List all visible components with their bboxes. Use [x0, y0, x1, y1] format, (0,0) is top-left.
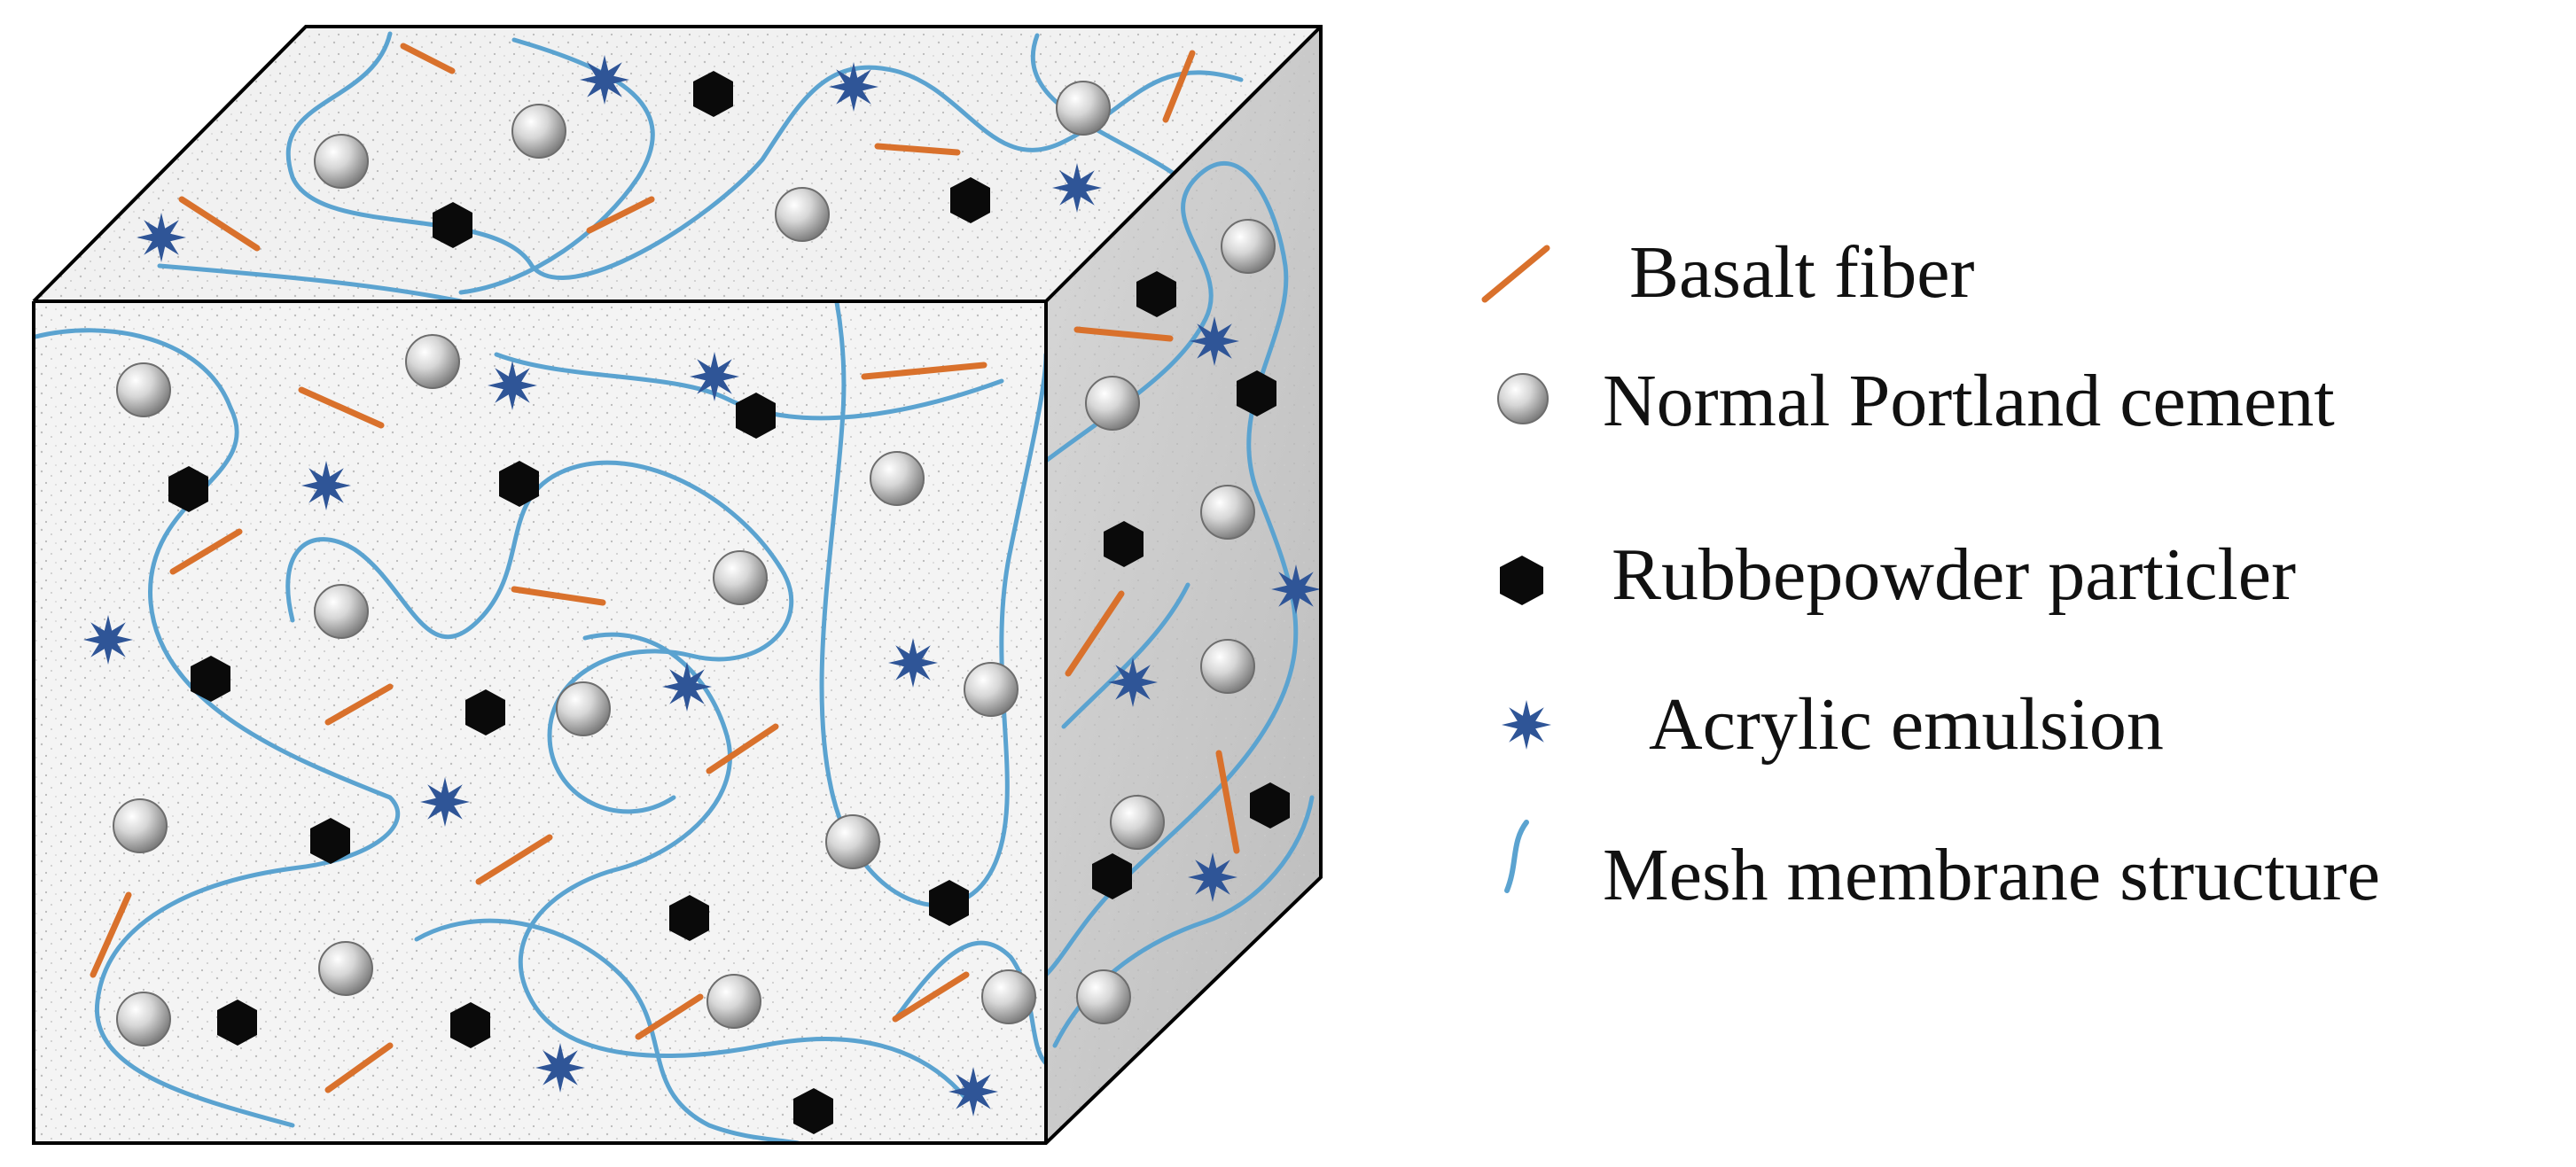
- legend-item-mesh: Mesh membrane structure: [1504, 820, 2380, 916]
- acrylic-star: [690, 352, 739, 401]
- legend-label-mesh: Mesh membrane structure: [1603, 834, 2380, 916]
- acrylic-star: [83, 615, 133, 665]
- acrylic-emulsion-stars: [83, 55, 1321, 1116]
- legend-label-basalt-fiber: Basalt fiber: [1629, 231, 1975, 314]
- blue-star-icon: [1502, 700, 1551, 750]
- legend-item-acrylic: Acrylic emulsion: [1502, 683, 2164, 766]
- acrylic-star: [662, 662, 712, 712]
- acrylic-star: [1052, 163, 1102, 213]
- black-hexagon-icon: [1500, 556, 1543, 605]
- basalt-fibers: [90, 43, 1240, 1093]
- cube-edges: [32, 25, 1323, 1145]
- rubber-powder-particles: [168, 71, 1290, 1134]
- acrylic-star: [948, 1067, 998, 1116]
- blue-curve-icon: [1504, 820, 1529, 893]
- acrylic-star: [301, 461, 351, 510]
- acrylic-star: [1271, 564, 1321, 614]
- legend: Basalt fiber Normal Portland cement Rubb…: [1481, 231, 2380, 916]
- acrylic-star: [420, 777, 470, 827]
- legend-item-cement: Normal Portland cement: [1497, 360, 2335, 442]
- acrylic-star: [488, 361, 537, 410]
- acrylic-star: [1108, 657, 1158, 707]
- acrylic-star: [829, 62, 878, 112]
- acrylic-star: [535, 1043, 585, 1093]
- gray-sphere-icon: [1497, 373, 1549, 424]
- orange-line-icon: [1481, 245, 1550, 303]
- legend-label-cement: Normal Portland cement: [1603, 360, 2335, 442]
- acrylic-star: [888, 638, 938, 688]
- legend-item-basalt-fiber: Basalt fiber: [1481, 231, 1975, 314]
- acrylic-star: [580, 55, 629, 105]
- legend-label-rubber: Rubbepowder particler: [1612, 533, 2296, 616]
- legend-label-acrylic: Acrylic emulsion: [1649, 683, 2164, 766]
- legend-item-rubber: Rubbepowder particler: [1500, 533, 2296, 616]
- cube: [34, 27, 1321, 1143]
- legend-star-shape: [1502, 700, 1551, 750]
- acrylic-star: [1188, 852, 1237, 902]
- acrylic-star: [137, 213, 186, 262]
- acrylic-star: [1190, 316, 1239, 366]
- cement-particles: [113, 81, 1276, 1046]
